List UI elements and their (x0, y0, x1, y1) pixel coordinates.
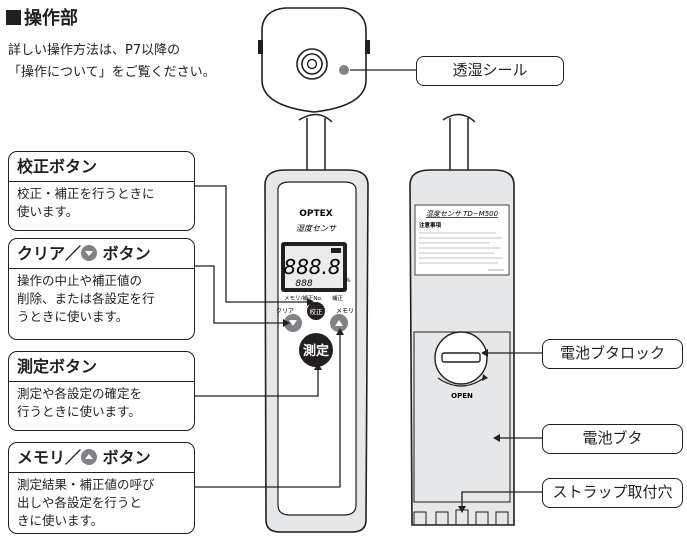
battery-cover-tag: 電池ブタ (542, 424, 683, 454)
lcd-sub-digits: 888 (295, 279, 312, 289)
down-triangle-icon (81, 245, 98, 261)
front-cable (298, 113, 333, 170)
sensor-head-clip-left (258, 40, 263, 54)
memory-up-callout-body: 測定結果・補正値の呼び 出しや各設定を行うと きに使います。 (9, 472, 194, 530)
sensor-head-clip-right (365, 40, 370, 54)
open-arrow-head (482, 374, 488, 381)
measure-callout: 測定ボタン 測定や各設定の確定を 行うときに使います。 (8, 351, 195, 431)
measure-callout-body: 測定や各設定の確定を 行うときに使います。 (9, 381, 194, 421)
back-label-sticker (414, 204, 510, 276)
up-triangle-icon (81, 449, 98, 465)
memory-line-3: きに使います。 (17, 513, 104, 528)
clear-down-callout: クリア／ ボタン 操作の中止や補正値の 削除、または各設定を行 うときに使います… (8, 238, 195, 340)
calibration-leader (195, 185, 307, 303)
open-label: OPEN (451, 392, 473, 400)
clear-line-2: 削除、または各設定を行 (17, 291, 155, 306)
battery-indicator-icon (331, 248, 341, 253)
callout-leaders (195, 185, 542, 506)
clear-button-label: クリア (276, 308, 294, 315)
lcd-memory-label: メモリ/補正No. (284, 294, 323, 302)
up-triangle-icon (335, 320, 343, 326)
back-cable (442, 113, 476, 170)
strap-hole-tag: ストラップ取付穴 (542, 478, 683, 508)
lcd-main-digits: 888.8 (283, 255, 340, 279)
memory-line-2: 出しや各設定を行うと (17, 495, 142, 510)
lcd-percent-mark: % (345, 277, 351, 284)
callout-arrowheads (283, 298, 500, 513)
measure-button (299, 333, 333, 367)
clear-title-text: クリア／ (17, 244, 82, 263)
moisture-seal-dot (339, 65, 349, 75)
memory-title-button-word: ボタン (102, 448, 151, 467)
memory-leader (195, 335, 341, 488)
measure-callout-title: 測定ボタン (17, 357, 98, 376)
calibration-button-text: 校正 (310, 307, 324, 316)
measure-line-1: 測定や各設定の確定を (17, 386, 143, 401)
moisture-seal-tag: 透湿シール (416, 56, 564, 86)
memory-button-label: メモリ (336, 308, 354, 315)
down-triangle-icon (289, 320, 297, 326)
lcd-calib-label: 補正 (332, 294, 344, 302)
measure-line-2: 行うときに使います。 (17, 404, 141, 419)
calibration-line-1: 校正・補正を行うときに (17, 186, 155, 201)
calibration-callout: 校正ボタン 校正・補正を行うときに 使います。 (8, 151, 195, 231)
battery-lock-tag: 電池ブタロック (542, 339, 683, 369)
intro-line-2: 「操作について」をご覧ください。 (8, 65, 216, 80)
calibration-button (307, 302, 325, 320)
clear-down-callout-body: 操作の中止や補正値の 削除、または各設定を行 うときに使います。 (9, 268, 194, 326)
clear-down-callout-title: クリア／ ボタン (9, 239, 194, 268)
memory-up-callout: メモリ／ ボタン 測定結果・補正値の呼び 出しや各設定を行うと きに使います。 (8, 442, 195, 534)
strap-hole-leader (461, 491, 542, 506)
measure-button-text: 測定 (303, 343, 329, 359)
square-bullet-icon (6, 10, 21, 25)
clear-title-button-word: ボタン (102, 244, 151, 263)
back-caution-title: 注意事項 (419, 221, 442, 229)
section-title: 操作部 (6, 4, 78, 30)
calibration-callout-title: 校正ボタン (17, 157, 98, 176)
brand-text: OPTEX (299, 209, 333, 219)
memory-up-callout-title: メモリ／ ボタン (9, 443, 194, 472)
product-text: 湿度センサ (296, 224, 337, 233)
clear-line-1: 操作の中止や補正値の (17, 273, 143, 288)
battery-lock-slot (441, 352, 481, 363)
intro-line-1: 詳しい操作方法は、P7以降の (8, 43, 181, 58)
clear-leader (195, 265, 283, 324)
open-arrow-icon (437, 377, 485, 387)
calibration-callout-body: 校正・補正を行うときに 使います。 (9, 181, 194, 221)
memory-line-1: 測定結果・補正値の呼び (17, 477, 155, 492)
calibration-line-2: 使います。 (17, 204, 79, 219)
back-model-text: 湿度センサ TD−M500 (426, 210, 499, 218)
memory-title-text: メモリ／ (17, 448, 82, 467)
clear-line-3: うときに使います。 (17, 309, 129, 324)
title-text: 操作部 (24, 8, 78, 29)
sensor-port-core (306, 58, 318, 70)
back-caution-lines (419, 232, 504, 271)
measure-leader (195, 370, 319, 397)
